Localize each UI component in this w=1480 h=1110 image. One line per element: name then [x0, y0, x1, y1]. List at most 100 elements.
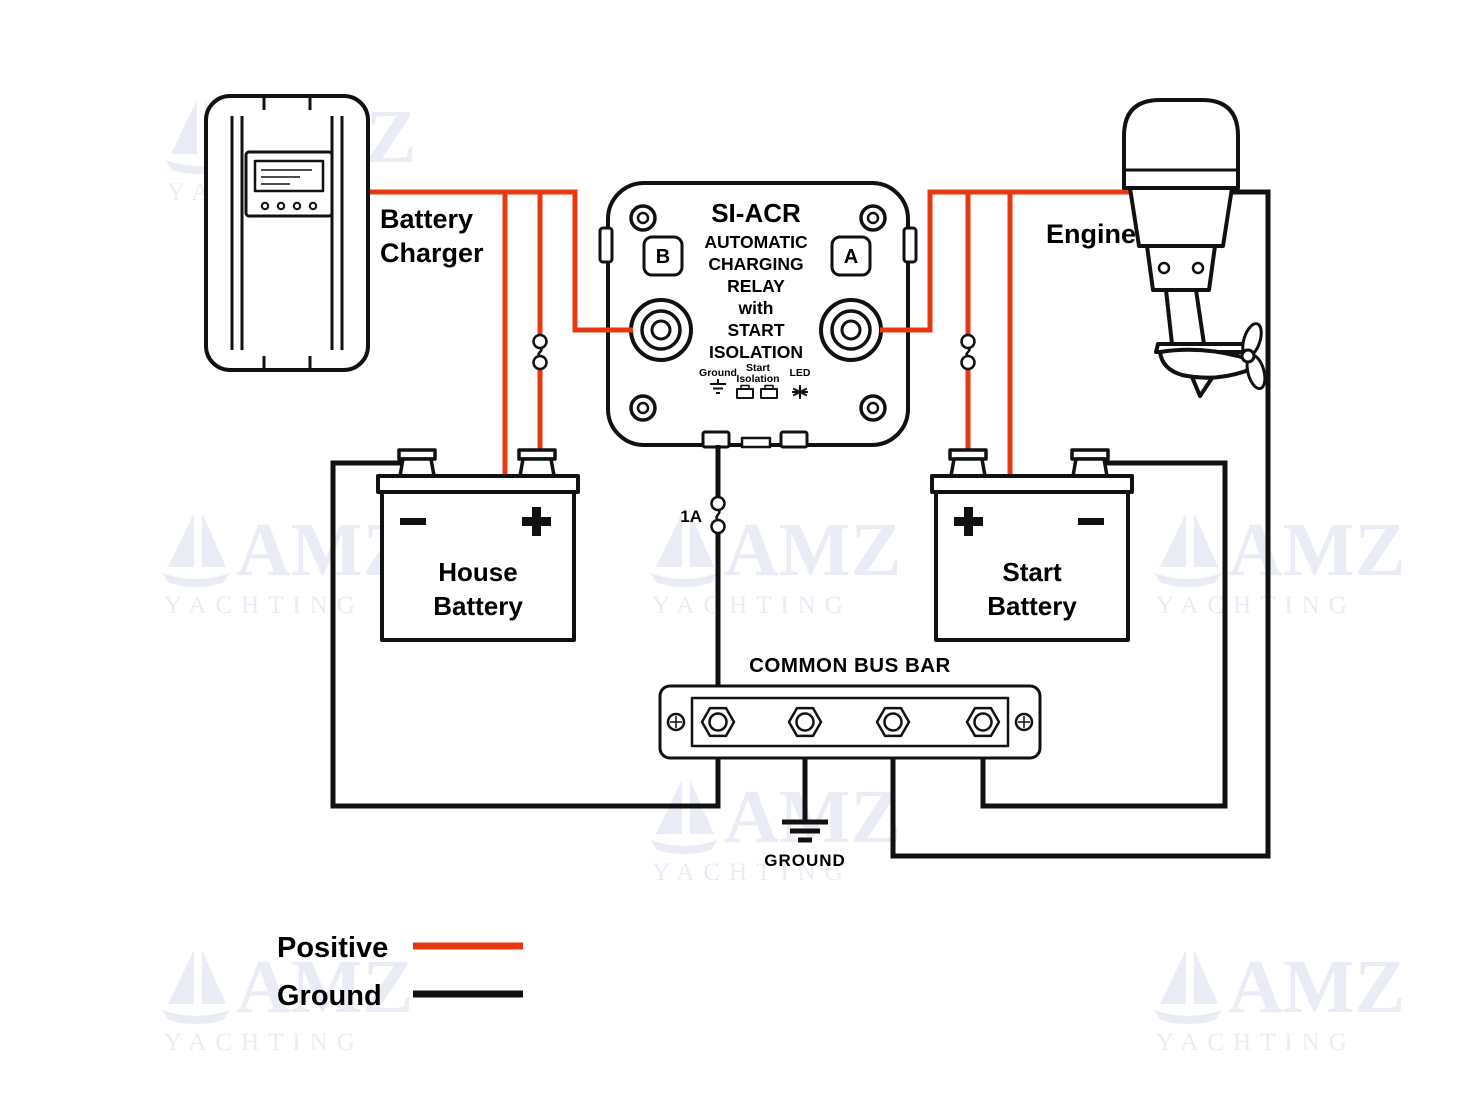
charger-seams	[262, 96, 312, 370]
engine-mid-cowl	[1128, 186, 1234, 248]
watermark-text: AMZ	[1228, 945, 1405, 1029]
terminal-a-label: A	[844, 246, 858, 268]
fuse-1a-label: 1A	[680, 507, 702, 526]
relay-side-clip	[902, 226, 918, 264]
watermark: AMZ YACHTING	[162, 508, 413, 619]
bus-bar-label: COMMON BUS BAR	[749, 654, 951, 677]
engine-bolt	[1157, 261, 1171, 275]
wire-house-battery-negative-to-busbar	[330, 460, 721, 809]
screw-icon	[859, 204, 887, 232]
sail-logo-icon	[162, 513, 230, 587]
legend-ground-label: Ground	[277, 980, 382, 1012]
sail-logo-icon	[1154, 950, 1222, 1024]
terminal-a-badge	[830, 235, 872, 277]
watermark-text: YACHTING	[652, 859, 852, 886]
relay-start-isolation-label: Start	[746, 362, 770, 374]
watermark-text: AMZ	[1228, 508, 1405, 592]
watermark-text: YACHTING	[652, 592, 852, 619]
relay-bottom-tab	[701, 430, 731, 449]
terminal-b-badge	[642, 235, 684, 277]
relay-ground-label: Ground	[699, 367, 737, 379]
screw-hole-icon	[1014, 712, 1034, 732]
relay-subtitle: ISOLATION	[709, 342, 803, 362]
screw-icon	[629, 204, 657, 232]
watermark: AMZ YACHTING	[650, 775, 901, 886]
terminal-b-label: B	[656, 246, 670, 268]
watermark-text: YACHTING	[164, 1029, 364, 1056]
engine-skeg	[1190, 375, 1214, 398]
start-battery-label: Start	[1002, 557, 1062, 587]
engine-leg	[1164, 288, 1206, 346]
hex-terminal-icon	[787, 706, 823, 738]
ground-icon	[710, 379, 726, 394]
minus-icon	[400, 518, 426, 525]
battery-post	[518, 457, 556, 478]
battery-post	[398, 457, 436, 478]
legend: Positive Ground	[277, 932, 523, 1012]
relay-led-label: LED	[790, 367, 811, 379]
battery-lid	[930, 474, 1134, 494]
engine-cowling	[1122, 98, 1240, 190]
watermark: AMZ YACHTING	[650, 508, 901, 619]
sail-logo-icon	[650, 780, 718, 854]
engine	[1122, 98, 1267, 398]
ground-icon	[782, 819, 828, 843]
led-icon	[792, 385, 808, 399]
battery-charger	[204, 94, 370, 372]
wire-charger-to-acr-b	[360, 189, 633, 333]
relay-title: SI-ACR	[711, 198, 801, 228]
watermark-text: YACHTING	[164, 592, 364, 619]
screw-hole-icon	[666, 712, 686, 732]
screw-icon	[629, 394, 657, 422]
relay-start-isolation-label: Isolation	[736, 373, 779, 385]
start-battery-label: Battery	[987, 591, 1077, 621]
terminal-b-stud-icon	[629, 298, 693, 362]
ground-wires	[330, 189, 1271, 859]
battery-post	[1071, 457, 1109, 478]
relay-bottom-tab	[779, 430, 809, 449]
watermark-text: AMZ	[724, 775, 901, 859]
hex-terminal-icon	[875, 706, 911, 738]
watermark-text: AMZ	[724, 508, 901, 592]
charger-body	[204, 94, 370, 372]
start-battery: Start Battery	[930, 448, 1134, 642]
watermark-text: AMZ	[236, 945, 413, 1029]
engine-label: Engine	[1046, 219, 1136, 249]
engine-bolt	[1191, 261, 1205, 275]
battery-body	[380, 490, 576, 642]
minus-icon	[1078, 518, 1104, 525]
hex-terminal-icon	[700, 706, 736, 738]
svg-text:Charger: Charger	[380, 238, 484, 268]
bus-bar-plate	[690, 696, 1010, 748]
common-bus-bar	[658, 684, 1042, 760]
start-isolation-contacts-icon	[736, 384, 778, 399]
charger-buttons	[260, 201, 318, 211]
house-battery-label: Battery	[433, 591, 523, 621]
fuse-house-positive	[532, 333, 548, 371]
watermark: AMZ YACHTING	[1154, 508, 1405, 619]
watermark-text: YACHTING	[1156, 1029, 1356, 1056]
charger-display-screen	[253, 159, 325, 193]
wire-engine-ground-to-busbar	[890, 189, 1271, 859]
relay-side-clip	[598, 226, 614, 264]
relay-subtitle: START	[727, 320, 784, 340]
relay-subtitle: CHARGING	[708, 254, 803, 274]
legend-positive-label: Positive	[277, 932, 388, 964]
sail-logo-icon	[650, 513, 718, 587]
fuse-start-positive	[960, 333, 976, 371]
watermark: AMZ YACHTING	[162, 945, 413, 1056]
engine-propeller	[1240, 322, 1267, 391]
ground-label: GROUND	[764, 851, 846, 870]
watermark-text: YACHTING	[1156, 592, 1356, 619]
wire-start-battery-negative-to-busbar	[980, 460, 1228, 809]
hex-terminal-icon	[965, 706, 1001, 738]
relay-subtitle: AUTOMATIC	[704, 232, 808, 252]
engine-gearcase	[1158, 347, 1252, 380]
battery-charger-label: Battery Charger	[380, 204, 484, 268]
watermark: AMZ YACHTING	[1154, 945, 1405, 1056]
ground-symbol: GROUND	[764, 819, 846, 870]
battery-post	[949, 457, 987, 478]
si-acr-relay: B A SI-ACR AUTOMATIC CHARGING RELAY with…	[598, 181, 918, 449]
fuse-1a: 1A	[680, 495, 726, 535]
